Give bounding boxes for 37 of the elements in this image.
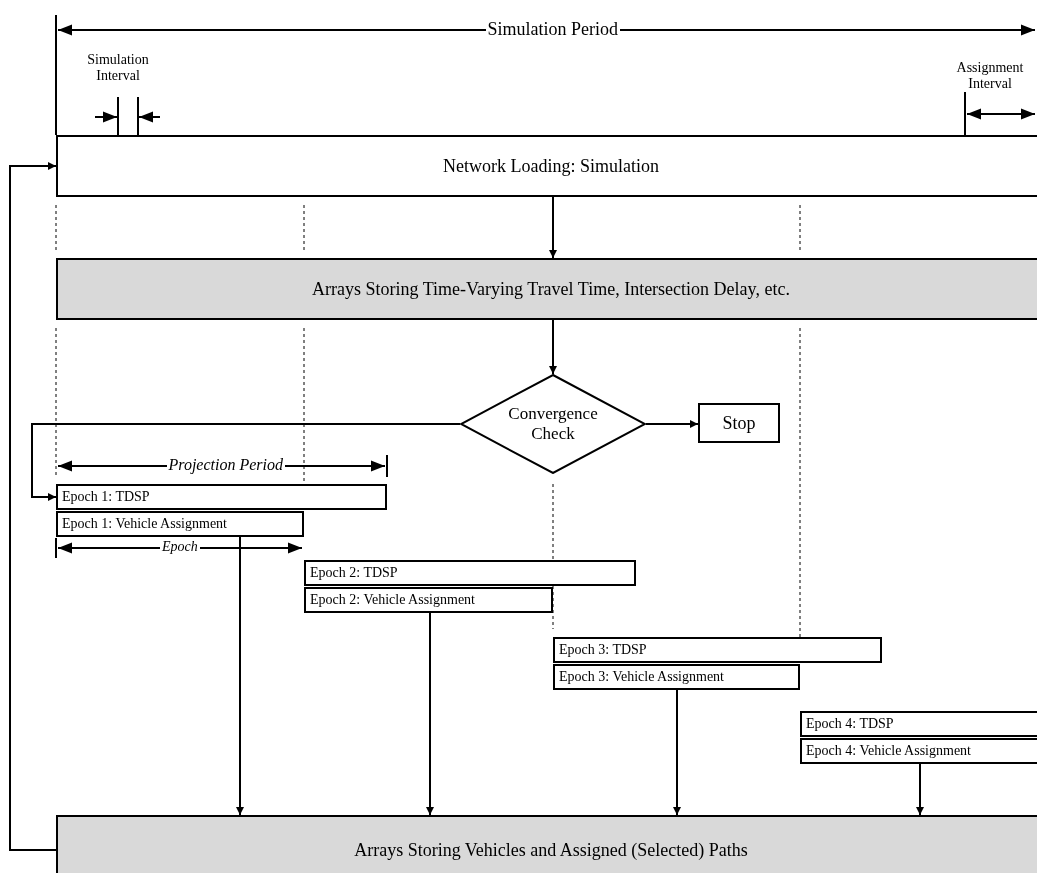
task-bar — [56, 511, 304, 537]
node-label: Epoch 1: TDSP — [62, 489, 150, 505]
arrow — [426, 612, 434, 816]
dimension-label: Epoch — [160, 539, 200, 556]
node-label: Epoch 2: TDSP — [310, 565, 398, 581]
node-label: Stop — [722, 412, 756, 434]
node-label: Epoch 2: Vehicle Assignment — [310, 592, 475, 608]
task-bar — [56, 484, 387, 510]
task-bar — [800, 711, 1037, 737]
data-store-box — [56, 815, 1037, 873]
dimension-label: Projection Period — [166, 456, 285, 475]
arrow — [9, 162, 57, 851]
node-label: Epoch 4: Vehicle Assignment — [806, 743, 971, 759]
node-label: Arrays Storing Vehicles and Assigned (Selected) Paths — [354, 839, 748, 861]
arrow — [549, 319, 557, 375]
terminal-box — [698, 403, 780, 443]
arrow — [236, 536, 244, 816]
task-bar — [553, 664, 800, 690]
node-label: Epoch 3: TDSP — [559, 642, 647, 658]
data-store-box — [56, 258, 1037, 320]
node-label: Network Loading: Simulation — [443, 155, 659, 177]
arrow — [916, 763, 924, 816]
task-bar — [304, 587, 553, 613]
decision-diamond — [460, 374, 646, 474]
process-band — [56, 135, 1037, 197]
arrow — [673, 689, 681, 816]
arrow — [549, 196, 557, 259]
node-label: Arrays Storing Time-Varying Travel Time, Intersection Delay, etc. — [312, 278, 790, 300]
task-bar — [553, 637, 882, 663]
node-label: Epoch 3: Vehicle Assignment — [559, 669, 724, 685]
arrow — [645, 420, 699, 428]
task-bar — [800, 738, 1037, 764]
task-bar — [304, 560, 636, 586]
node-label: Epoch 1: Vehicle Assignment — [62, 516, 227, 532]
node-label: Epoch 4: TDSP — [806, 716, 894, 732]
node-label: Convergence Check — [507, 403, 599, 445]
arrow — [31, 423, 461, 501]
